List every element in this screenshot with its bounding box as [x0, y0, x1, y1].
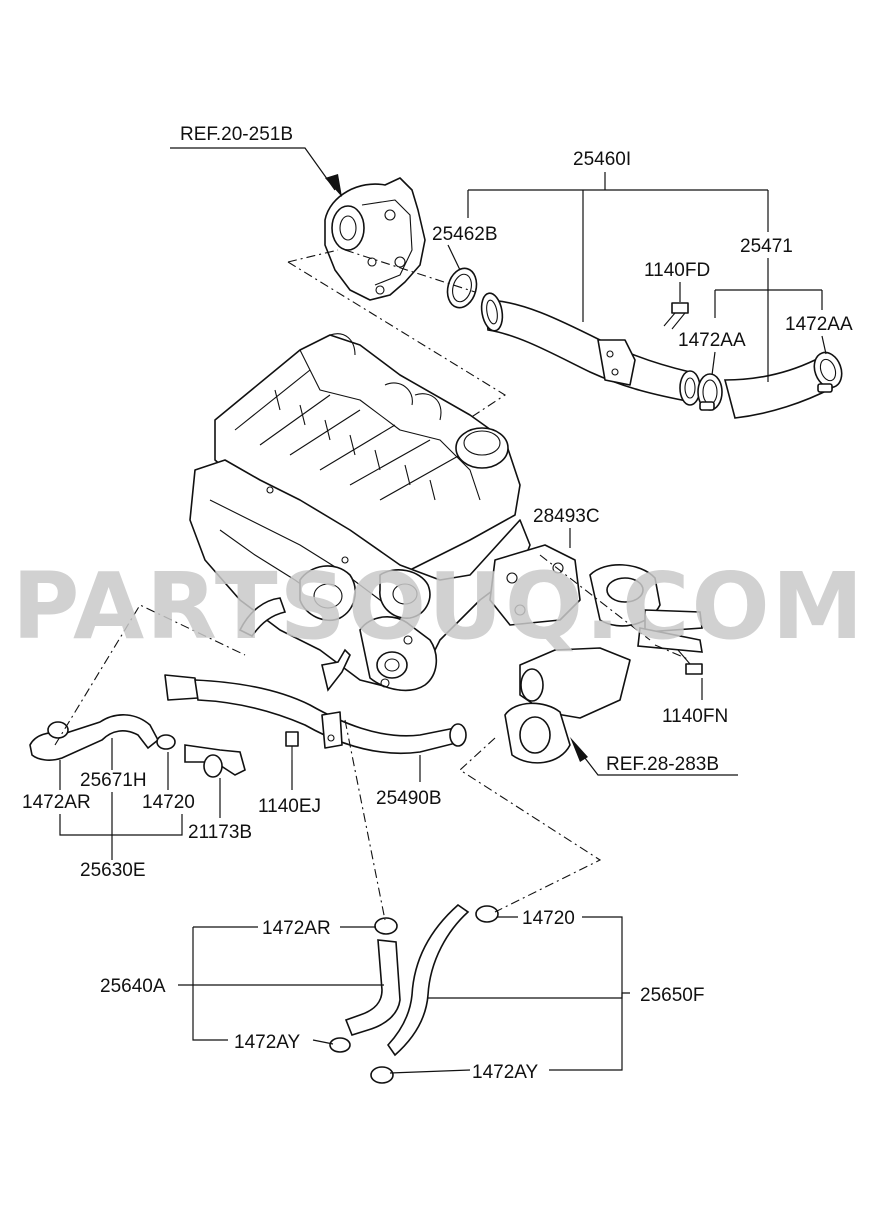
- part-label-14720-left: 14720: [142, 792, 195, 813]
- part-label-25671h: 25671H: [80, 770, 147, 791]
- hose-25471: [697, 351, 843, 419]
- part-label-28493c: 28493C: [533, 506, 600, 527]
- hose-25650f: [370, 903, 499, 1084]
- hose-group-25630e: [29, 714, 246, 778]
- watermark: PARTSOUQ.COM: [12, 553, 865, 660]
- part-label-1472aa-right: 1472AA: [785, 314, 853, 335]
- intake-pipe-assembly: [480, 292, 701, 406]
- part-label-1472ay-right: 1472AY: [472, 1062, 539, 1083]
- part-label-25471: 25471: [740, 236, 793, 257]
- part-label-25630e: 25630E: [80, 860, 146, 881]
- gasket-ring: [446, 267, 478, 309]
- leader-lines: [59, 147, 827, 1074]
- turbocharger: [324, 177, 426, 301]
- part-label-25462b: 25462B: [432, 224, 498, 245]
- part-label-25460i: 25460I: [573, 149, 631, 170]
- egr-cooler: [489, 544, 703, 764]
- part-label-1472aa-left: 1472AA: [678, 330, 746, 351]
- part-label-1472ay-left: 1472AY: [234, 1032, 301, 1053]
- part-label-25640a: 25640A: [100, 976, 166, 997]
- ref-label-20-251b: REF.20-251B: [180, 124, 293, 145]
- part-label-1140fn: 1140FN: [662, 706, 728, 727]
- part-label-1140ej: 1140EJ: [258, 796, 321, 817]
- part-label-1472ar-left: 1472AR: [22, 792, 91, 813]
- reference-dashed-lines: [54, 249, 691, 921]
- ref-label-28-283b: REF.28-283B: [606, 754, 719, 775]
- part-labels: REF.20-251B 25460I 25462B 25471 1140FD 1…: [22, 124, 853, 1083]
- part-label-25650f: 25650F: [640, 985, 704, 1006]
- pipe-25490b: [164, 597, 467, 760]
- hose-25640a: [329, 917, 401, 1053]
- part-label-25490b: 25490B: [376, 788, 442, 809]
- part-label-1140fd: 1140FD: [644, 260, 710, 281]
- engine-block: [189, 333, 531, 692]
- part-label-14720-bottom: 14720: [522, 908, 575, 929]
- part-label-1472ar-bottom: 1472AR: [262, 918, 331, 939]
- part-label-21173b: 21173B: [188, 822, 252, 843]
